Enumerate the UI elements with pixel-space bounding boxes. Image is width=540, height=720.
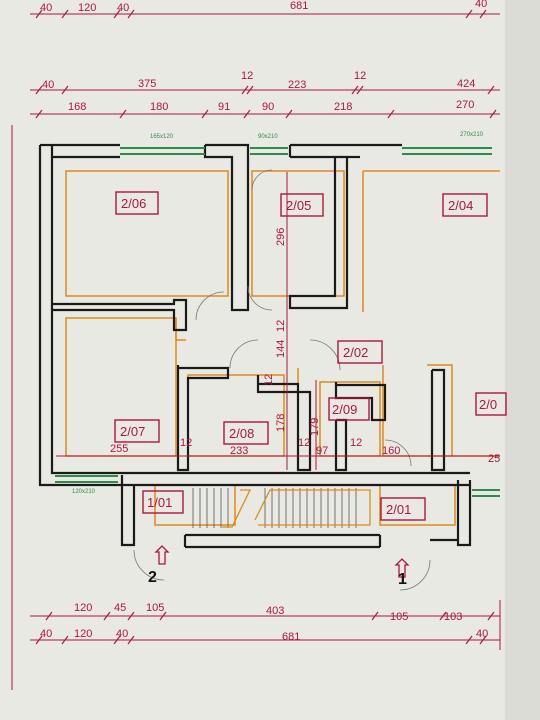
dim-top1-e: 40 bbox=[475, 0, 487, 10]
dim-top1-b: 120 bbox=[78, 2, 96, 14]
dim-bot2-e: 40 bbox=[476, 628, 488, 640]
dim-top2-e: 12 bbox=[354, 70, 366, 82]
dim-top3-e: 218 bbox=[334, 101, 352, 113]
room-label-2-01: 2/01 bbox=[386, 502, 411, 517]
dim-inner-12a: 12 bbox=[180, 437, 192, 449]
dim-inner-12c: 12 bbox=[350, 437, 362, 449]
dim-top3-c: 91 bbox=[218, 101, 230, 113]
dim-bot1-f: 103 bbox=[444, 611, 462, 623]
window-label-4: 120x210 bbox=[72, 489, 96, 495]
dim-top3-b: 180 bbox=[150, 101, 168, 113]
walls bbox=[38, 143, 472, 549]
room-label-2-02: 2/02 bbox=[343, 345, 368, 360]
room-label-2-07: 2/07 bbox=[120, 424, 145, 439]
top-dimension-chain-1 bbox=[30, 13, 500, 115]
dim-bot1-d: 403 bbox=[266, 605, 284, 617]
dim-inner-25: 25 bbox=[488, 453, 500, 465]
dim-inner-97: 97 bbox=[316, 445, 328, 457]
dim-bot2-b: 120 bbox=[74, 628, 92, 640]
room-label-2-08: 2/08 bbox=[229, 426, 254, 441]
dim-top1-c: 40 bbox=[117, 2, 129, 14]
dim-vert-178: 178 bbox=[275, 414, 287, 432]
window-label-3: 270x210 bbox=[460, 132, 484, 138]
dim-vert-144: 144 bbox=[275, 340, 287, 358]
room-label-2-04: 2/04 bbox=[448, 198, 473, 213]
dim-inner-233: 233 bbox=[230, 445, 248, 457]
room-label-2-05: 2/05 bbox=[286, 198, 311, 213]
door-swings bbox=[133, 169, 431, 591]
room-label-2-0: 2/0 bbox=[479, 397, 497, 412]
dim-bot1-c: 105 bbox=[146, 602, 164, 614]
dim-top3-a: 168 bbox=[68, 101, 86, 113]
room-labels bbox=[114, 191, 507, 521]
dim-vert-12b: 12 bbox=[263, 374, 275, 386]
room-label-1-01: 1/01 bbox=[147, 495, 172, 510]
entrance-arrows bbox=[154, 545, 410, 578]
entrance-label-1: 1 bbox=[398, 571, 407, 588]
dim-vert-12a: 12 bbox=[275, 320, 287, 332]
window-label-2: 90x210 bbox=[258, 134, 278, 140]
windows bbox=[55, 147, 500, 497]
dim-bot2-c: 40 bbox=[116, 628, 128, 640]
dim-top1-a: 40 bbox=[40, 2, 52, 14]
window-label-1: 165x120 bbox=[150, 134, 174, 140]
stairs bbox=[192, 488, 357, 528]
dim-top3-f: 270 bbox=[456, 99, 474, 111]
dim-bot1-e: 105 bbox=[390, 611, 408, 623]
dim-inner-12b: 12 bbox=[298, 437, 310, 449]
dim-vert-179: 179 bbox=[309, 418, 321, 436]
entrance-label-2: 2 bbox=[148, 569, 157, 586]
dim-inner-160: 160 bbox=[382, 445, 400, 457]
dim-top2-f: 424 bbox=[457, 78, 475, 90]
dim-top2-a: 40 bbox=[42, 79, 54, 91]
dim-top3-d: 90 bbox=[262, 101, 274, 113]
dim-top2-b: 375 bbox=[138, 78, 156, 90]
dim-inner-255: 255 bbox=[110, 443, 128, 455]
room-label-2-06: 2/06 bbox=[121, 196, 146, 211]
dim-top1-d: 681 bbox=[290, 0, 308, 12]
room-label-2-09: 2/09 bbox=[332, 402, 357, 417]
dim-bot2-d: 681 bbox=[282, 631, 300, 643]
dim-top2-d: 223 bbox=[288, 79, 306, 91]
dim-bot1-a: 120 bbox=[74, 602, 92, 614]
dim-top2-c: 12 bbox=[241, 70, 253, 82]
dim-bot1-b: 45 bbox=[114, 602, 126, 614]
dim-bot2-a: 40 bbox=[40, 628, 52, 640]
dim-vert-296: 296 bbox=[275, 228, 287, 246]
